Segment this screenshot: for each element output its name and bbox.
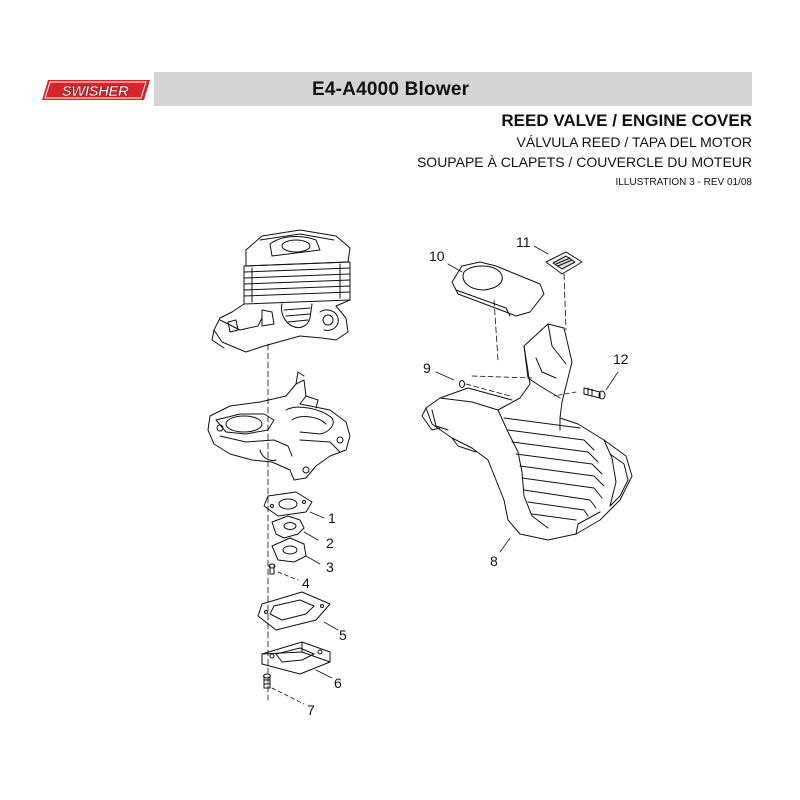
section-title-french: SOUPAPE À CLAPETS / COUVERCLE DU MOTEUR: [416, 154, 752, 170]
part-8-engine-cover: [421, 323, 633, 541]
callout-3: 3: [326, 559, 334, 575]
callout-7: 7: [307, 702, 315, 718]
part-11-label: [545, 251, 583, 275]
part-2-reed-petal: [271, 515, 305, 539]
callout-1: 1: [328, 510, 336, 526]
part-3-reed-stopper: [271, 537, 307, 563]
model-title: E4-A4000 Blower: [312, 79, 470, 100]
section-title-spanish: VÁLVULA REED / TAPA DEL MOTOR: [516, 134, 752, 150]
callout-10: 10: [429, 248, 445, 264]
part-10-filter-pad: [451, 261, 545, 317]
section-title-english: REED VALVE / ENGINE COVER: [501, 111, 752, 130]
part-4-screw: [268, 563, 276, 575]
part-7-bolt: [263, 673, 271, 689]
callout-11: 11: [516, 234, 531, 250]
illustration-revision: ILLUSTRATION 3 - REV 01/08: [615, 177, 752, 188]
header-bar: [42, 72, 752, 106]
swisher-logo-icon: SWISHER: [42, 80, 150, 100]
part-6-reed-block: [261, 641, 331, 675]
callout-6: 6: [334, 675, 342, 691]
part-9-grommet: [459, 380, 465, 388]
engine-cylinder-assembly: [211, 229, 351, 353]
part-12-screw: [583, 387, 606, 400]
callout-2: 2: [326, 535, 334, 551]
callout-12: 12: [613, 351, 629, 367]
crankcase-half: [207, 371, 351, 481]
callout-9: 9: [423, 360, 431, 376]
callout-5: 5: [339, 627, 347, 643]
svg-text:SWISHER: SWISHER: [62, 83, 129, 100]
callout-4: 4: [302, 575, 310, 591]
part-5-gasket-frame: [257, 591, 331, 631]
callout-8: 8: [490, 553, 498, 569]
brand-logo: SWISHER: [42, 72, 154, 106]
section-heading: REED VALVE / ENGINE COVER VÁLVULA REED /…: [417, 110, 752, 194]
part-1-gasket: [263, 491, 313, 517]
